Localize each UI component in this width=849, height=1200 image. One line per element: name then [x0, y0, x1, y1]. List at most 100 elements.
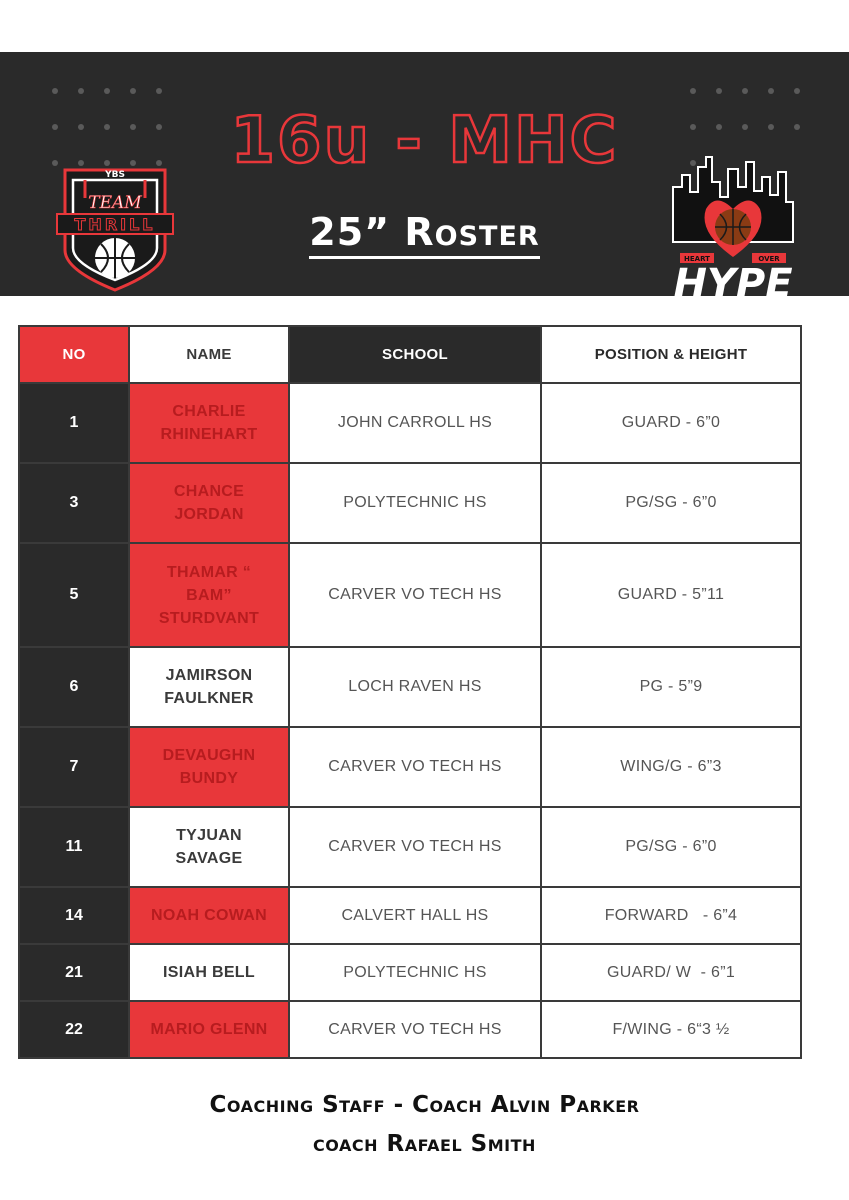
player-school: CALVERT HALL HS: [288, 886, 542, 945]
player-school: CARVER VO TECH HS: [288, 806, 542, 888]
decorative-dot: [690, 88, 696, 94]
player-number: 22: [18, 1000, 130, 1059]
header-position: POSITION & HEIGHT: [540, 325, 802, 384]
decorative-dot: [742, 124, 748, 130]
player-position-height: GUARD - 5”11: [540, 542, 802, 648]
player-number: 5: [18, 542, 130, 648]
player-name-line: BAM”: [186, 586, 232, 604]
decorative-dot: [52, 88, 58, 94]
player-name-line: CHARLIE: [172, 403, 246, 420]
coaching-staff-line1: Coaching Staff - Coach Alvin Parker: [209, 1092, 640, 1118]
player-number: 14: [18, 886, 130, 945]
decorative-dot: [52, 124, 58, 130]
coaching-staff-line2: coach Rafael Smith: [313, 1131, 536, 1157]
logo-badge: YBS: [104, 170, 125, 180]
player-school: POLYTECHNIC HS: [288, 943, 542, 1002]
player-number: 11: [18, 806, 130, 888]
logo-word-over: OVER: [758, 255, 780, 263]
decorative-dot: [690, 160, 696, 166]
decorative-dot: [716, 124, 722, 130]
decorative-dot: [156, 160, 162, 166]
header-name: NAME: [128, 325, 290, 384]
player-name-line: TYJUAN: [176, 827, 242, 844]
player-name-line: RHINEHART: [160, 426, 258, 443]
player-name-line: CHANCE: [173, 483, 245, 500]
player-number: 1: [18, 382, 130, 464]
player-name-line: JAMIRSON: [165, 667, 253, 684]
player-position-height: PG/SG - 6”0: [540, 462, 802, 544]
player-position-height: FORWARD - 6”4: [540, 886, 802, 945]
header-school: SCHOOL: [288, 325, 542, 384]
player-name-line: DEVAUGHN: [162, 747, 256, 764]
player-name: NOAH COWAN: [128, 886, 290, 945]
player-school: CARVER VO TECH HS: [288, 542, 542, 648]
player-position-height: GUARD - 6”0: [540, 382, 802, 464]
player-school: JOHN CARROLL HS: [288, 382, 542, 464]
player-name: TYJUAN SAVAGE: [128, 806, 290, 888]
decorative-dot: [794, 124, 800, 130]
player-name-line: STURDVANT: [158, 609, 260, 627]
player-number: 21: [18, 943, 130, 1002]
logo-text-bottom: THRILL: [75, 215, 156, 234]
decorative-dot: [104, 88, 110, 94]
player-position-height: F/WING - 6“3 ½: [540, 1000, 802, 1059]
player-school: CARVER VO TECH HS: [288, 726, 542, 808]
player-name: CHANCE JORDAN: [128, 462, 290, 544]
decorative-dot: [742, 88, 748, 94]
decorative-dot: [130, 88, 136, 94]
logo-word-heart: HEART: [684, 255, 710, 263]
player-school: LOCH RAVEN HS: [288, 646, 542, 728]
player-number: 6: [18, 646, 130, 728]
player-name: THAMAR “ BAM” STURDVANT: [128, 542, 290, 648]
decorative-dot: [78, 124, 84, 130]
player-position-height: PG - 5”9: [540, 646, 802, 728]
player-name-line: FAULKNER: [164, 690, 254, 707]
player-name: CHARLIE RHINEHART: [128, 382, 290, 464]
player-school: CARVER VO TECH HS: [288, 1000, 542, 1059]
decorative-dot: [130, 124, 136, 130]
decorative-dot: [104, 124, 110, 130]
player-name: DEVAUGHN BUNDY: [128, 726, 290, 808]
decorative-dot: [78, 88, 84, 94]
logo-text-top: TEAM: [88, 193, 142, 213]
player-school: POLYTECHNIC HS: [288, 462, 542, 544]
decorative-dot: [768, 124, 774, 130]
decorative-dot: [156, 124, 162, 130]
main-title: 16u - MHC: [229, 103, 619, 180]
roster-subtitle: 25” Roster: [0, 210, 849, 259]
decorative-dot: [52, 160, 58, 166]
player-name-line: THAMAR “: [166, 563, 252, 581]
player-name-line: SAVAGE: [175, 850, 243, 867]
decorative-dot: [78, 160, 84, 166]
player-position-height: WING/G - 6”3: [540, 726, 802, 808]
logo-word-hype: HYPE: [673, 261, 792, 307]
player-position-height: PG/SG - 6”0: [540, 806, 802, 888]
decorative-dot: [716, 88, 722, 94]
player-name-line: NOAH COWAN: [151, 907, 267, 924]
heart-over-hype-logo: HEART OVER HYPE: [668, 147, 798, 307]
player-number: 3: [18, 462, 130, 544]
player-name: MARIO GLENN: [128, 1000, 290, 1059]
player-name-line: MARIO GLENN: [150, 1021, 268, 1038]
player-name-line: ISIAH BELL: [163, 964, 255, 981]
decorative-dot: [690, 124, 696, 130]
decorative-dot: [794, 88, 800, 94]
player-name-line: BUNDY: [179, 770, 239, 787]
player-name: ISIAH BELL: [128, 943, 290, 1002]
decorative-dot: [768, 88, 774, 94]
player-name: JAMIRSON FAULKNER: [128, 646, 290, 728]
decorative-dot: [104, 160, 110, 166]
player-position-height: GUARD/ W - 6”1: [540, 943, 802, 1002]
player-name-line: JORDAN: [174, 506, 244, 523]
decorative-dot: [130, 160, 136, 166]
